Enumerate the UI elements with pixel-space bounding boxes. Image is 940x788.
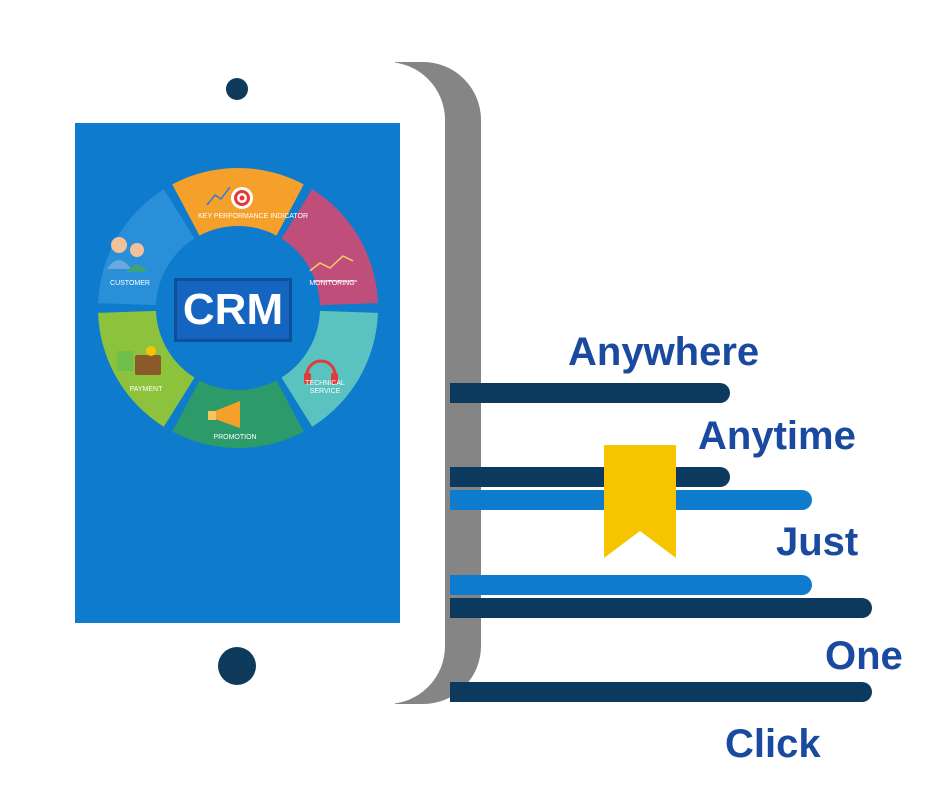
segment-label-promotion: PROMOTION <box>213 434 257 441</box>
crm-wheel <box>98 168 378 448</box>
segment-label-payment: PAYMENT <box>129 386 163 393</box>
segment-label-technical: TECHNICAL SERVICE <box>305 380 345 395</box>
camera-dot <box>226 78 248 100</box>
customer-icon <box>107 237 147 272</box>
target-icon <box>206 186 253 209</box>
bar-one <box>450 682 872 702</box>
tagline-click: Click <box>725 722 821 766</box>
megaphone-icon <box>208 401 240 428</box>
bar-anytime <box>450 467 730 487</box>
tagline-anytime: Anytime <box>698 414 856 458</box>
wheel-segment-customer <box>98 189 195 306</box>
crm-title: CRM <box>174 278 292 342</box>
wallet-icon <box>117 346 161 375</box>
tagline-anywhere: Anywhere <box>568 330 760 374</box>
headphones-icon <box>304 359 338 384</box>
bar-just <box>450 598 872 618</box>
segment-label-kpi: KEY PERFORMANCE INDICATOR <box>198 213 309 220</box>
segment-label-monitoring: MONITORING <box>309 280 355 287</box>
bar-just-blue <box>450 575 812 595</box>
home-button[interactable] <box>218 647 256 685</box>
tagline-just: Just <box>776 520 859 564</box>
wheel-segment-technical <box>281 310 378 427</box>
segment-label-customer: CUSTOMER <box>110 280 150 287</box>
bar-anywhere <box>450 383 730 403</box>
bookmark-icon <box>604 445 676 558</box>
tagline-one: One <box>825 634 903 678</box>
wheel-segment-monitoring <box>281 189 378 306</box>
